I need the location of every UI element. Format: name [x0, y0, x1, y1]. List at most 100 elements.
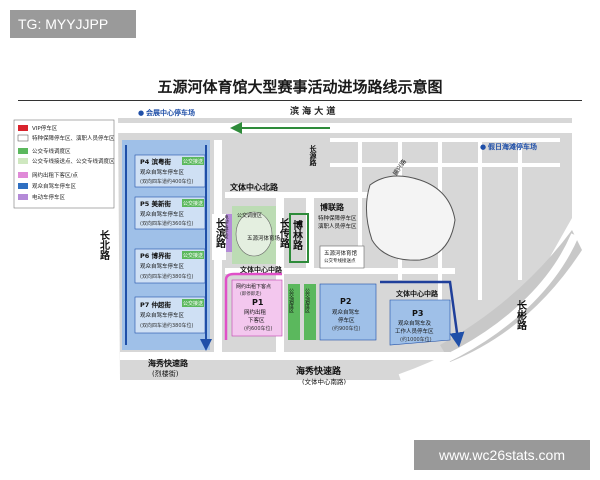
- ebike-label: 电动车停车区: [225, 214, 230, 239]
- p2-l2: 停车区: [338, 316, 355, 324]
- legend-swatch-taxi: [18, 172, 28, 178]
- parking-p3: P3 观众自驾车及 工作人员停车区 (约1000车位): [389, 299, 451, 346]
- gym-label: 五源河体育馆: [324, 249, 358, 257]
- parking-p4: P4 滨粤街 公交接送 观众自驾车停车区 (双向四车道约400车位): [134, 154, 206, 188]
- route-left-blue: [125, 145, 206, 345]
- p7-bus-stop-label: 公交接送: [183, 300, 203, 307]
- bus-dispatch-label: 公交调度区: [237, 212, 262, 219]
- road-label-haixiu1: 海秀快速路: [148, 358, 189, 368]
- p6-cap: (双向四车道约380车位): [140, 273, 193, 280]
- road-changchuan-v: [276, 192, 284, 352]
- label-jiari: 假日海滩停车场: [488, 142, 537, 151]
- legend-swatch-special: [17, 134, 29, 142]
- road-label-haixiu2: 海秀快速路: [296, 365, 342, 377]
- p5-name: P5 美新街: [140, 199, 172, 208]
- park-area: [366, 175, 456, 261]
- staff-label: 演职人员停车区: [318, 222, 357, 230]
- p2-name: P2: [340, 297, 351, 306]
- road-label-bolin: 博林路: [291, 219, 303, 251]
- dot-huizhan-icon: ●: [138, 109, 144, 117]
- map-ground-curve: [440, 230, 582, 362]
- map-title: 五源河体育馆大型赛事活动进场路线示意图: [157, 78, 443, 96]
- legend-box: [13, 119, 115, 209]
- road-label-haixiu2b: (文体中心南路): [302, 377, 346, 386]
- road-label-changbin: 长滨路: [214, 217, 226, 249]
- p5-bus-stop: [182, 199, 204, 207]
- p4-sub: 观众自驾车停车区: [140, 168, 185, 176]
- p6-bus-stop-label: 公交接送: [183, 252, 203, 259]
- p2-l1: 观众自驾车: [332, 308, 360, 316]
- route-taxi-pink: [224, 272, 282, 340]
- legend-swatch-bus-dispatch: [18, 148, 28, 154]
- legend-label-bus-stop: 公交专线接送点、公交专线调度区: [32, 157, 115, 165]
- road-label-wenbei: 文体中心北路: [230, 182, 279, 192]
- legend-label-bus-dispatch: 公交专线调度区: [32, 147, 71, 155]
- p3-l1: 观众自驾车及: [398, 319, 432, 327]
- p5-sub: 观众自驾车停车区: [140, 210, 185, 218]
- p3-l3: (约1000车位): [400, 336, 432, 343]
- stadium-shape: [235, 211, 273, 257]
- road-label-changyuan: 长源路: [309, 144, 318, 167]
- p1-l2: 下客区: [248, 316, 265, 324]
- bus-dispatch-strip-1: [288, 284, 300, 340]
- road-haixiu: [120, 352, 450, 360]
- road-label-haixiu1b: (烈楼街): [152, 369, 179, 378]
- legend-label-special: 特种保障停车区、演职人员停车区: [32, 134, 115, 142]
- green-route-loop: [289, 213, 309, 263]
- p7-sub: 观众自驾车停车区: [140, 311, 185, 319]
- road-label-changbei: 长北路: [98, 229, 110, 261]
- ebike-area: [226, 214, 232, 252]
- legend-label-taxi: 网约出租下客区/点: [32, 171, 78, 179]
- p1-top: 网约出租下客点: [236, 283, 271, 290]
- parking-p7: P7 仲超街 公交接送 观众自驾车停车区 (双向四车道约380车位): [134, 296, 206, 334]
- road-label-changbin2: 长彬路: [515, 299, 527, 331]
- dot-jiari-icon: ●: [480, 143, 486, 151]
- road-label-binhai: 滨 海 大 道: [290, 105, 335, 117]
- route-p3-blue: [380, 280, 465, 348]
- p1-name: P1: [252, 298, 264, 307]
- parking-p2: P2 观众自驾车 停车区 (约900车位): [319, 283, 377, 341]
- legend-label-self-drive: 观众自驾车停车区: [32, 182, 77, 190]
- stadium-label: 五源河体育场: [247, 234, 281, 242]
- legend-items: VIP停车区 特种保障停车区、演职人员停车区 公交专线调度区 公交专线接送点、公…: [17, 124, 115, 201]
- road-label-changchuan: 长传路: [278, 217, 291, 249]
- p7-cap: (双向四车道约380车位): [140, 322, 193, 329]
- p2-l3: (约900车位): [332, 325, 360, 332]
- label-huizhan: 会展中心停车场: [146, 108, 195, 117]
- road-changbin2-curve: [398, 233, 579, 382]
- changbin-label-bg: [212, 214, 226, 260]
- p1-l1: 网约出租: [244, 308, 267, 316]
- bus-dispatch1-label: 公交调度区: [288, 288, 294, 313]
- bus-dispatch2-label: 公交调度区: [304, 288, 310, 313]
- p3-name: P3: [412, 309, 423, 318]
- legend-swatch-bus-stop: [18, 158, 28, 164]
- p6-bus-stop: [182, 251, 204, 259]
- legend-label-ebike: 电动车停车区: [32, 193, 66, 201]
- road-label-wenzhong: 文体中心中路: [240, 265, 283, 274]
- p4-name: P4 滨粤街: [140, 157, 172, 166]
- legend-swatch-vip: [18, 125, 28, 131]
- watermark: www.wc26stats.com: [414, 440, 590, 470]
- bus-stop2-label: 公交专线接送点: [324, 257, 356, 264]
- p5-cap: (双向四车道约360车位): [140, 220, 193, 227]
- parking-p5: P5 美新街 公交接送 观众自驾车停车区 (双向四车道约360车位): [134, 196, 206, 230]
- p7-bus-stop: [182, 299, 204, 307]
- title-divider: [18, 100, 582, 101]
- road-label-wenzhong2: 文体中心中路: [396, 289, 439, 298]
- legend-swatch-ebike: [18, 194, 28, 200]
- parking-p6: P6 博界街 公交接送 观众自驾车停车区 (双向四车道约380车位): [134, 248, 206, 284]
- road-wenti-middle: [225, 268, 455, 274]
- road-binhai: [118, 123, 572, 133]
- parking-p1: 网约出租下客点 (即停即走) P1 网约出租 下客区 (约600车位): [231, 279, 283, 337]
- road-bolin-v: [306, 192, 314, 268]
- p4-bus-stop: [182, 157, 204, 165]
- p5-bus-stop-label: 公交接送: [183, 200, 203, 207]
- p6-name: P6 博界街: [140, 251, 172, 260]
- road-label-bolian: 博联路: [320, 202, 345, 212]
- p4-bus-stop-label: 公交接送: [183, 158, 203, 165]
- special-label: 特种保障停车区: [318, 214, 357, 222]
- bus-dispatch-strip-2: [304, 284, 316, 340]
- p4-cap: (双向四车道约400车位): [140, 178, 193, 185]
- legend-swatch-self-drive: [18, 183, 28, 189]
